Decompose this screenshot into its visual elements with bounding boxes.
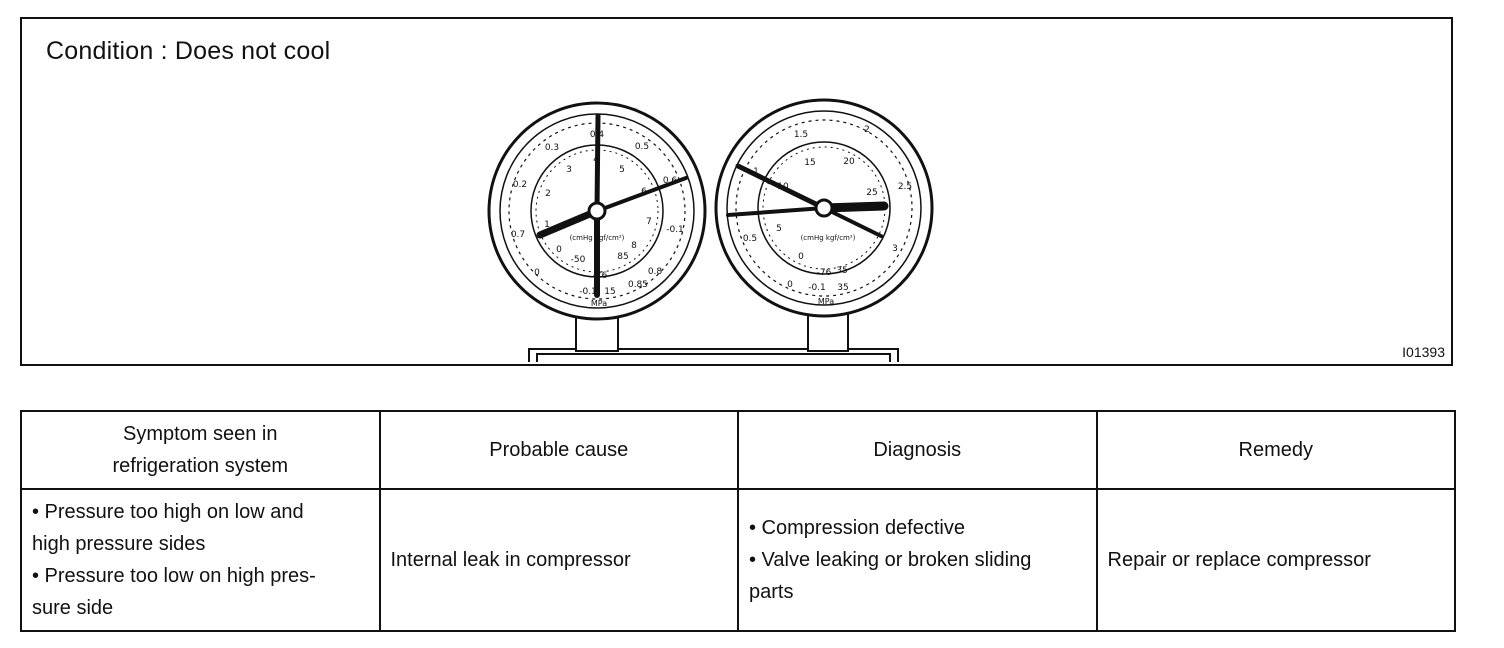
low-inner-tick: 1 — [544, 220, 550, 230]
low-inner-tick: 85 — [617, 252, 628, 262]
low-outer-tick: 15 — [604, 287, 615, 297]
cell-symptom: • Pressure too high on low and high pres… — [20, 488, 381, 632]
low-inner-tick: -76 — [593, 271, 608, 281]
low-outer-tick: 0.85 — [628, 280, 648, 290]
symptom-line: sure side — [32, 597, 114, 619]
high-outer-tick: 1 — [753, 167, 759, 177]
high-inner-tick: 0 — [798, 252, 804, 262]
high-scale-label: (cmHg kgf/cm²) — [801, 234, 856, 242]
high-outer-tick: 2.5 — [898, 182, 912, 192]
high-outer-tick: 35 — [837, 283, 848, 293]
condition-title: Condition : Does not cool — [46, 37, 331, 65]
low-outer-tick: 0 — [534, 268, 540, 278]
high-unit: MPa — [818, 297, 834, 306]
table-row: • Pressure too high on low and high pres… — [20, 488, 1456, 632]
low-inner-tick: 7 — [646, 217, 652, 227]
cell-diagnosis: • Compression defective • Valve leaking … — [737, 488, 1098, 632]
low-unit: MPa — [591, 299, 607, 308]
high-inner-tick: 5 — [776, 224, 782, 234]
low-outer-tick: 0.6 — [663, 176, 678, 186]
table-header-row: Symptom seen in refrigeration system Pro… — [20, 410, 1456, 490]
high-outer-tick: 0 — [787, 280, 793, 290]
header-remedy: Remedy — [1095, 410, 1456, 490]
low-outer-tick: -0.1 — [666, 225, 684, 235]
diagnosis-table: Symptom seen in refrigeration system Pro… — [20, 410, 1456, 632]
high-outer-tick: -0.1 — [808, 283, 826, 293]
high-inner-tick: 20 — [843, 157, 855, 167]
low-pressure-gauge: 0.4 0.3 0.5 0.2 0.6 0.7 -0.1 0 0.8 0.85 … — [487, 101, 707, 321]
low-inner-tick: 0 — [556, 245, 562, 255]
high-inner-tick: 25 — [866, 188, 877, 198]
high-inner-tick: -76 — [817, 268, 832, 278]
low-outer-tick: 0.7 — [511, 230, 525, 240]
high-outer-tick: 1.5 — [794, 130, 808, 140]
low-outer-tick: 0.3 — [545, 143, 559, 153]
high-pressure-gauge: 1.5 2 1 2.5 0.5 3 0 -0.1 35 15 20 10 25 … — [714, 98, 934, 318]
low-outer-tick: -0.1 — [579, 287, 597, 297]
header-symptom: Symptom seen in refrigeration system — [20, 410, 381, 490]
diagnosis-line: • Compression defective — [749, 517, 965, 539]
low-inner-tick: 8 — [631, 241, 637, 251]
low-inner-tick: -50 — [571, 255, 586, 265]
figure-id: I01393 — [1402, 344, 1445, 360]
high-inner-tick: 15 — [804, 158, 815, 168]
low-inner-tick: 3 — [566, 165, 572, 175]
high-outer-tick: 0.5 — [743, 234, 757, 244]
low-outer-tick: 0.5 — [635, 142, 649, 152]
diagnosis-line: • Valve leaking or broken sliding — [749, 549, 1032, 571]
header-symptom-line: Symptom seen in — [122, 423, 278, 445]
header-symptom-line: refrigeration system — [112, 455, 289, 477]
manifold-gauge-illustration: 0.4 0.3 0.5 0.2 0.6 0.7 -0.1 0 0.8 0.85 … — [487, 98, 934, 362]
low-inner-tick: 2 — [545, 189, 551, 199]
figure-panel: Condition : Does not cool I01393 0.4 0.3… — [20, 17, 1453, 366]
high-outer-tick: 2 — [864, 125, 870, 135]
low-inner-tick: 5 — [619, 165, 625, 175]
manifold-body — [528, 348, 899, 362]
header-probable-cause: Probable cause — [378, 410, 739, 490]
low-outer-tick: 0.8 — [648, 267, 663, 277]
high-outer-tick: 3 — [892, 244, 898, 254]
symptom-line: • Pressure too high on low and — [32, 501, 304, 523]
diagnosis-line: parts — [749, 581, 794, 603]
high-inner-tick: 35 — [836, 266, 847, 276]
cell-probable-cause: Internal leak in compressor — [378, 488, 739, 632]
cell-remedy: Repair or replace compressor — [1095, 488, 1456, 632]
low-outer-tick: 0.2 — [513, 180, 527, 190]
symptom-line: • Pressure too low on high pres- — [32, 565, 316, 587]
header-diagnosis: Diagnosis — [737, 410, 1098, 490]
symptom-line: high pressure sides — [32, 533, 206, 555]
